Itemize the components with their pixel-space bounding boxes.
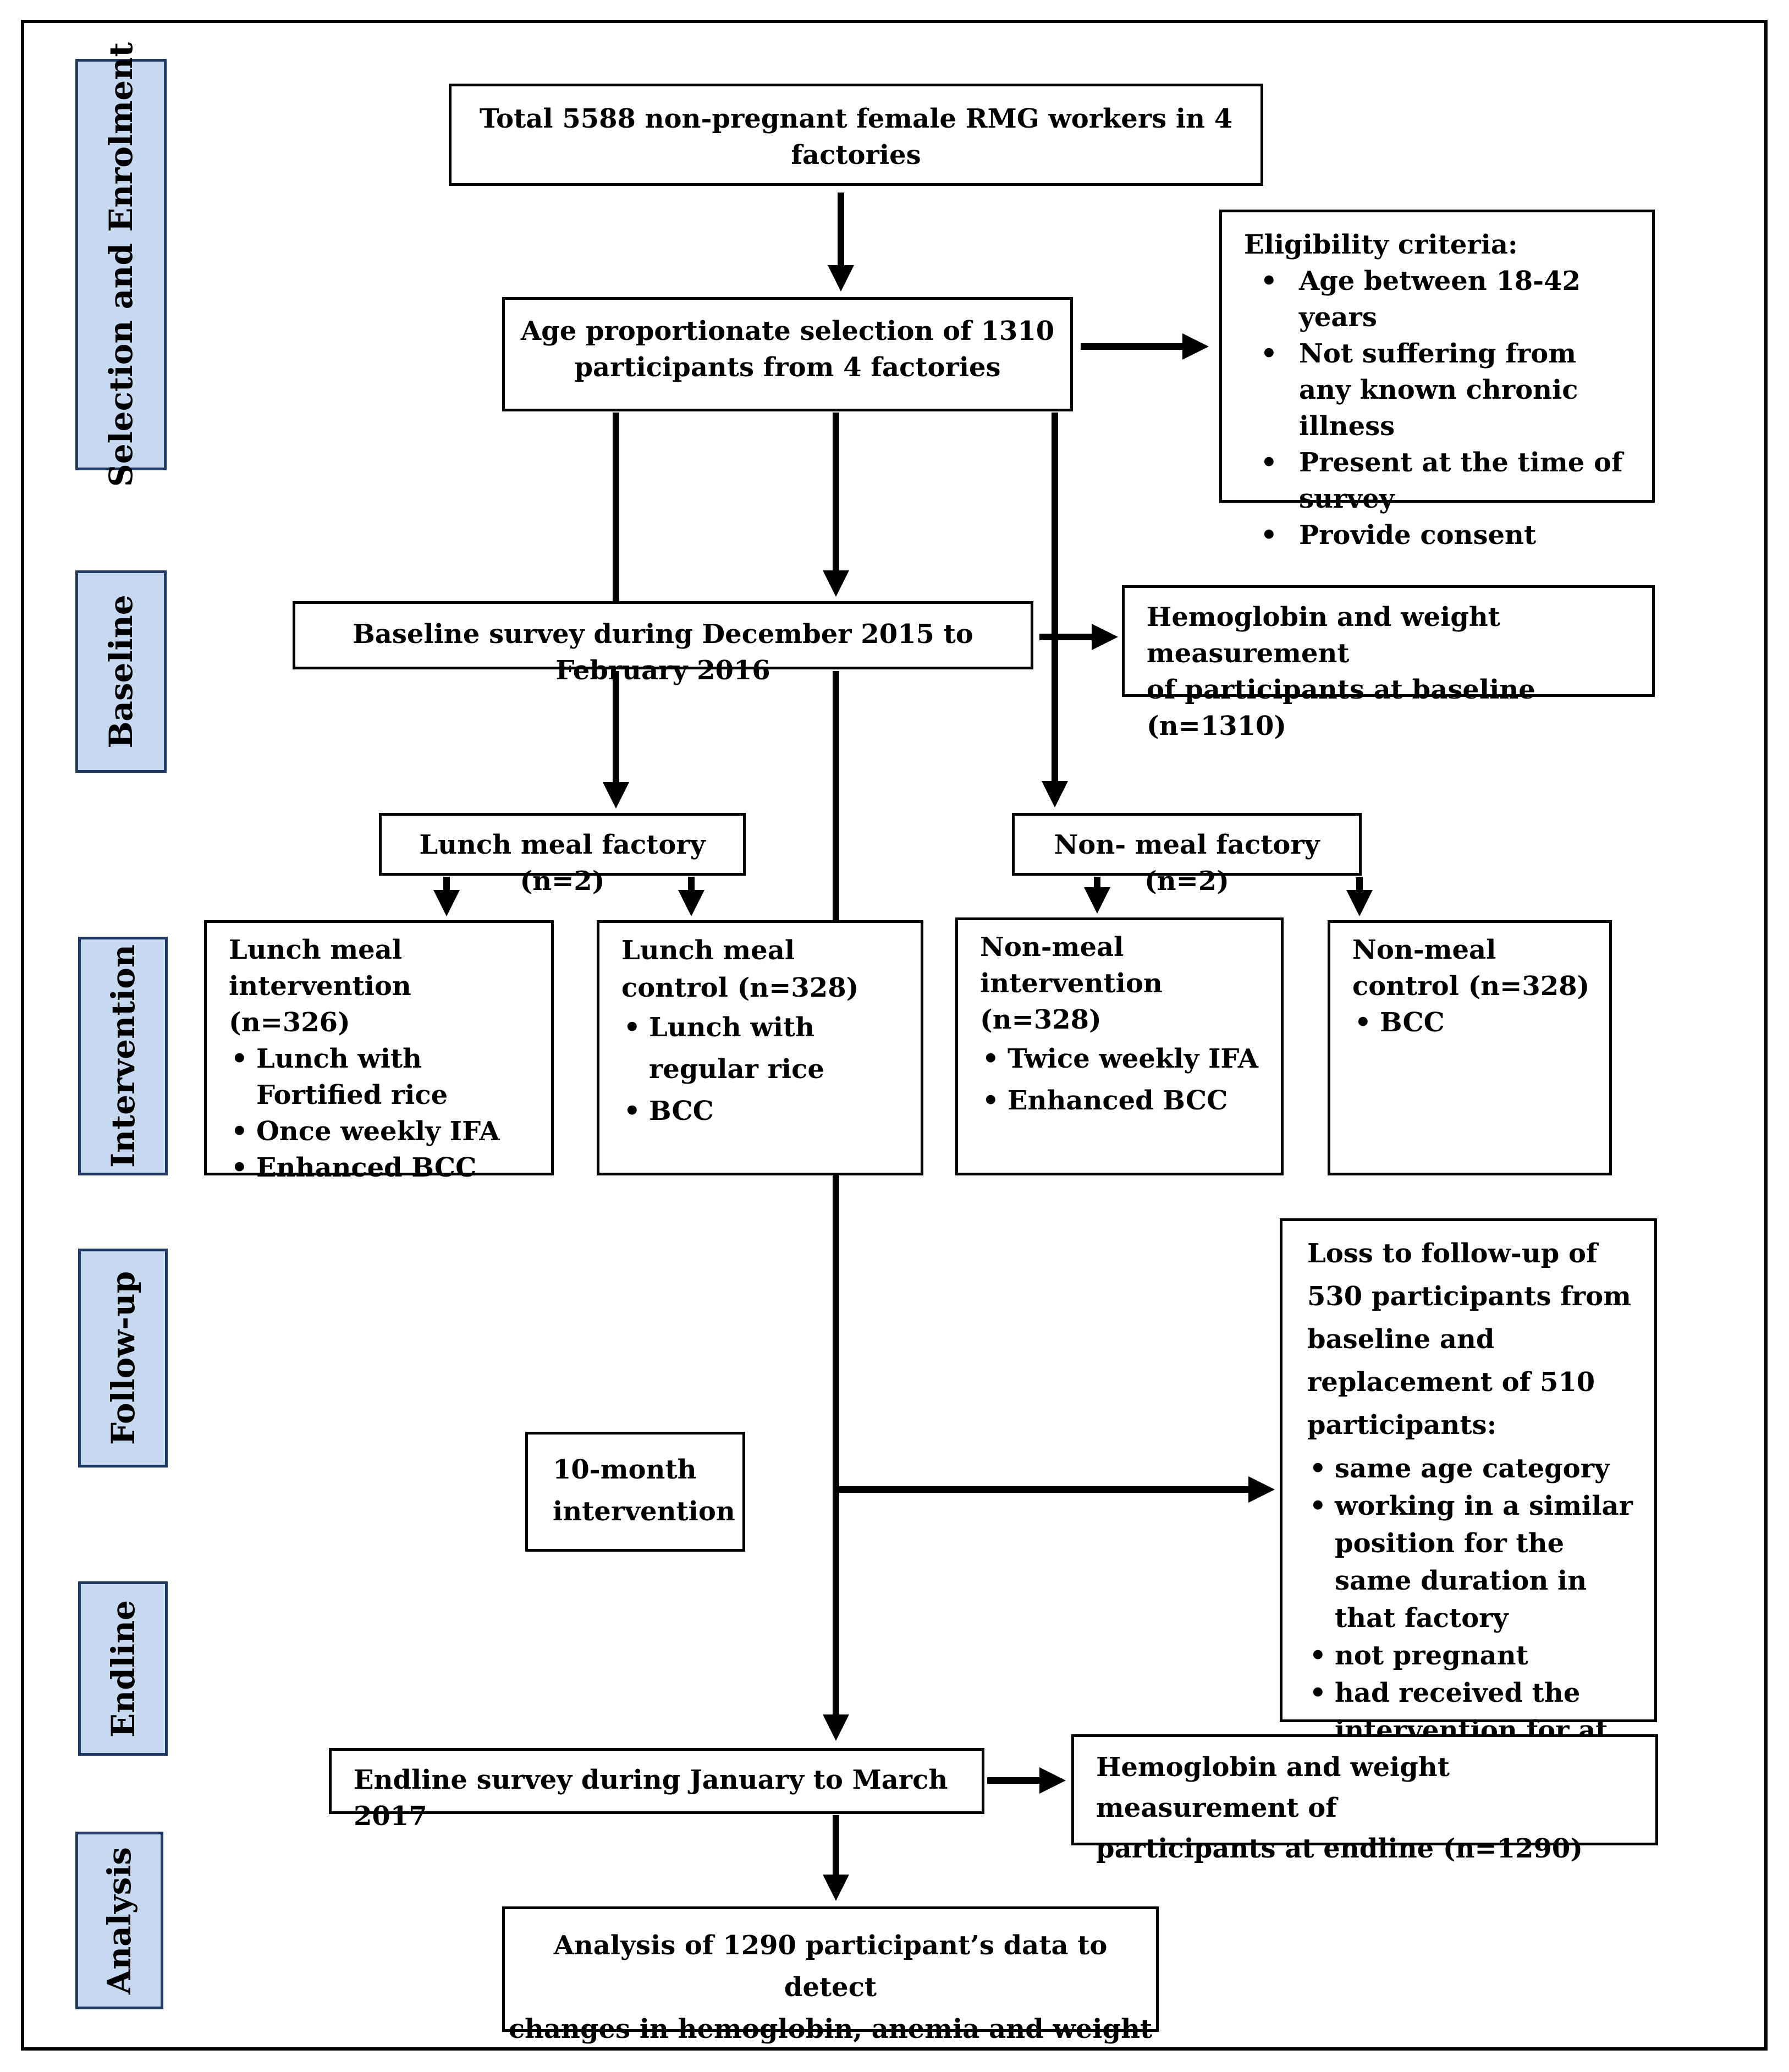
- selection-line-1: Age proportionate selection of 1310: [520, 316, 1055, 347]
- non-meal-intervention-item: Enhanced BCC: [980, 1080, 1270, 1122]
- replacement-criterion: working in a similar position for the sa…: [1307, 1487, 1641, 1637]
- eligibility-item: Age between 18-42 years: [1244, 263, 1636, 336]
- lunch-intervention-item: Once weekly IFA: [229, 1113, 540, 1150]
- non-meal-intervention-list: Twice weekly IFA Enhanced BCC: [980, 1038, 1270, 1122]
- baseline-measurement-box: Hemoglobin and weight measurement of par…: [1122, 585, 1655, 741]
- stage-baseline: Baseline: [75, 570, 167, 773]
- loss-to-follow-up-title: Loss to follow-up of 530 participants fr…: [1307, 1238, 1631, 1441]
- non-meal-control-title: Non-meal control (n=328): [1352, 935, 1590, 1002]
- lunch-control-title: Lunch meal control (n=328): [621, 935, 859, 1003]
- stage-selection-enrolment: Selection and Enrolment: [75, 42, 167, 487]
- lunch-meal-intervention-box: Lunch meal intervention (n=326) Lunch wi…: [204, 920, 554, 1186]
- total-workers-box: Total 5588 non-pregnant female RMG worke…: [449, 84, 1263, 186]
- endline-measurement-line-1: Hemoglobin and weight measurement of: [1096, 1752, 1450, 1823]
- analysis-box: Analysis of 1290 participant’s data to d…: [502, 1906, 1159, 2044]
- lunch-intervention-item: Enhanced BCC: [229, 1150, 540, 1186]
- baseline-survey-box: Baseline survey during December 2015 to …: [293, 601, 1033, 686]
- endline-survey-box: Endline survey during January to March 2…: [329, 1748, 984, 1832]
- eligibility-item: Provide consent: [1244, 517, 1636, 553]
- selection-line-2: participants from 4 factories: [574, 352, 1001, 383]
- lunch-intervention-item: Lunch with Fortified rice: [229, 1041, 540, 1113]
- non-meal-factory-text: Non- meal factory (n=2): [1054, 829, 1320, 897]
- eligibility-title: Eligibility criteria:: [1244, 229, 1518, 260]
- selection-box: Age proportionate selection of 1310 part…: [502, 297, 1073, 411]
- replacement-criterion: not pregnant: [1307, 1637, 1641, 1674]
- baseline-measurement-line-2: of participants at baseline (n=1310): [1147, 674, 1535, 741]
- eligibility-list: Age between 18-42 years Not suffering fr…: [1244, 263, 1636, 553]
- lunch-control-item: Lunch with regular rice: [621, 1007, 910, 1090]
- non-meal-factory-box: Non- meal factory (n=2): [1012, 813, 1362, 897]
- lunch-meal-control-box: Lunch meal control (n=328) Lunch with re…: [597, 920, 923, 1175]
- stage-intervention: Intervention: [78, 937, 168, 1175]
- stage-analysis: Analysis: [75, 1832, 163, 2009]
- stage-endline: Endline: [78, 1581, 168, 1756]
- baseline-survey-text: Baseline survey during December 2015 to …: [353, 619, 973, 686]
- ten-month-intervention-text: 10-month intervention: [553, 1454, 735, 1527]
- non-meal-intervention-box: Non-meal intervention (n=328) Twice week…: [955, 917, 1284, 1175]
- lunch-meal-factory-box: Lunch meal factory (n=2): [379, 813, 746, 897]
- non-meal-intervention-title: Non-meal intervention (n=328): [980, 932, 1163, 1035]
- lunch-control-item: BCC: [621, 1090, 910, 1132]
- analysis-line-2: changes in hemoglobin, anemia and weight: [508, 2014, 1153, 2044]
- eligibility-box: Eligibility criteria: Age between 18-42 …: [1219, 210, 1655, 553]
- eligibility-item: Not suffering from any known chronic ill…: [1244, 336, 1636, 444]
- endline-survey-text: Endline survey during January to March 2…: [354, 1765, 948, 1832]
- baseline-measurement-line-1: Hemoglobin and weight measurement: [1147, 602, 1500, 669]
- endline-measurement-box: Hemoglobin and weight measurement of par…: [1071, 1734, 1658, 1864]
- lunch-intervention-title: Lunch meal intervention (n=326): [229, 935, 411, 1038]
- lunch-meal-factory-text: Lunch meal factory (n=2): [419, 829, 706, 897]
- non-meal-control-item: BCC: [1352, 1004, 1598, 1041]
- non-meal-control-box: Non-meal control (n=328) BCC: [1328, 920, 1612, 1175]
- eligibility-item: Present at the time of survey: [1244, 444, 1636, 517]
- lunch-control-list: Lunch with regular rice BCC: [621, 1007, 910, 1132]
- total-workers-text: Total 5588 non-pregnant female RMG worke…: [479, 103, 1233, 171]
- non-meal-control-list: BCC: [1352, 1004, 1598, 1041]
- non-meal-intervention-item: Twice weekly IFA: [980, 1038, 1270, 1080]
- replacement-criterion: same age category: [1307, 1450, 1641, 1487]
- analysis-line-1: Analysis of 1290 participant’s data to d…: [553, 1930, 1108, 2003]
- lunch-intervention-list: Lunch with Fortified rice Once weekly IF…: [229, 1041, 540, 1186]
- figure-frame: [21, 20, 1768, 2051]
- ten-month-intervention-box: 10-month intervention: [525, 1432, 745, 1552]
- stage-followup: Follow-up: [78, 1249, 168, 1468]
- endline-measurement-line-2: participants at endline (n=1290): [1096, 1833, 1583, 1864]
